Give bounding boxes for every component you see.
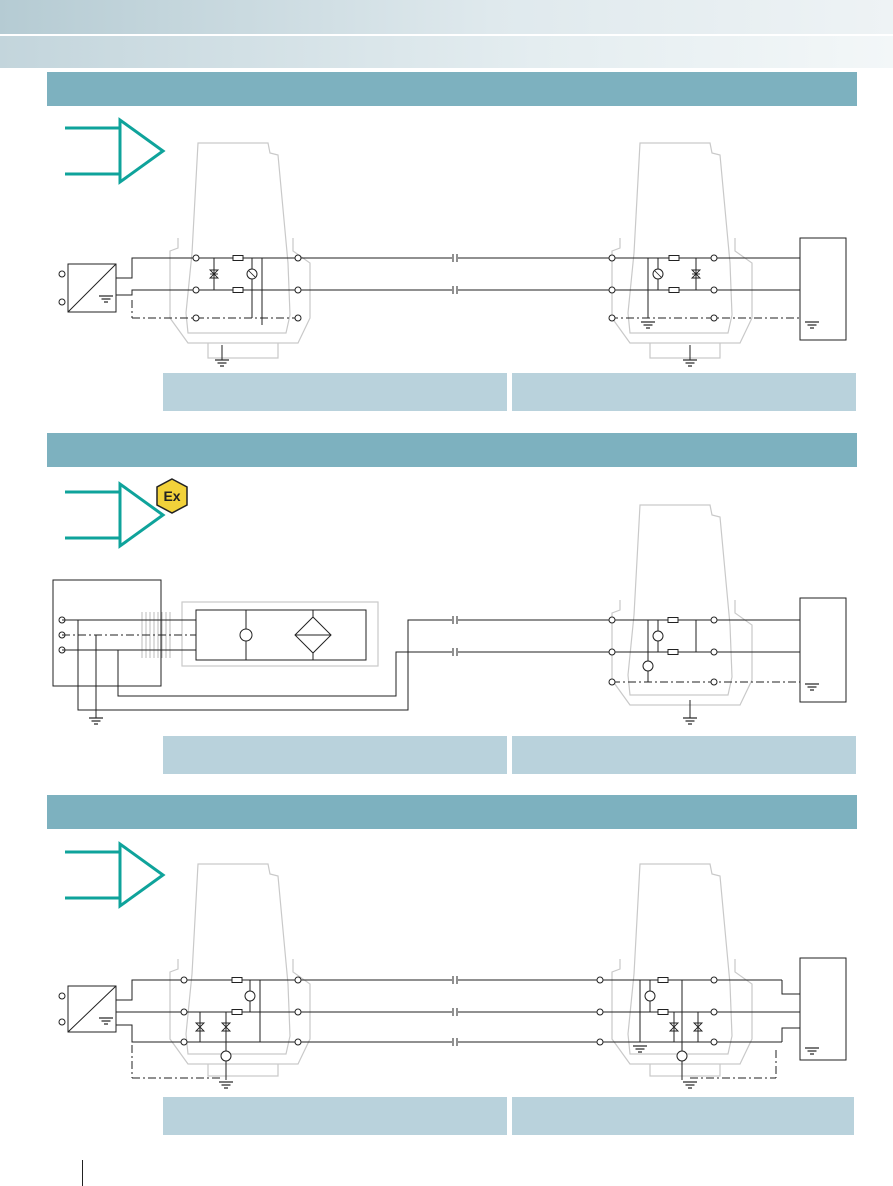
terminals-left [192,254,302,322]
section-2-caption-right [512,736,856,774]
signal-wires [62,619,800,718]
terminals-right [596,976,718,1046]
section-3-caption-left [163,1097,507,1135]
terminals-right [608,254,718,322]
surge-module-left [169,863,311,1077]
terminals-right [608,616,718,686]
receiver-box [799,597,847,703]
ground-icon [682,717,698,725]
transmitter-box [58,263,117,313]
gas-discharge-tube-icon [246,268,258,280]
resistor-icon [232,255,244,293]
wiring-diagram-3 [58,841,847,1089]
sensor-housing [52,579,171,687]
resistor-icon [668,255,680,293]
receiver-box [799,957,847,1061]
ground-icon [218,1081,234,1089]
gas-discharge-tube-icon [652,268,664,280]
resistor-icon [231,977,669,1015]
bridge-rectifier-icon [294,610,332,660]
header-band [0,0,893,34]
surge-module-left [169,142,311,359]
signal-wires [116,979,800,1080]
section-1-caption-right [512,373,856,411]
amplifier-arrow-icon [63,118,165,184]
subheader-band [0,36,893,68]
amplifier-arrow-icon [65,841,166,909]
section-3-caption-right [512,1097,854,1135]
explosion-protection-icon: Ex [156,478,188,514]
surge-module-right [611,504,753,706]
cable-break-icon [452,253,458,295]
ground-icon [640,321,656,329]
tvs-diode-icon [194,1022,704,1032]
page-margin-marker [82,1160,83,1186]
amplifier-arrow-icon [65,481,166,549]
wiring-diagram-2: Ex [52,478,847,725]
surge-module-right [611,142,753,359]
section-2-bar [47,433,857,467]
wiring-diagram-1 [58,118,847,367]
ground-icon [632,1045,648,1053]
receiver-box [799,237,847,341]
signal-wires [116,257,800,360]
section-2-caption-left [163,736,507,774]
section-1-caption-left [163,373,507,411]
cable-break-icon [452,976,458,1046]
section-3-bar [47,795,857,829]
ground-icon [682,1081,698,1089]
gas-discharge-tube-icon [220,990,688,1062]
ground-icon [682,359,698,367]
transmitter-box [58,985,117,1033]
field-protector [181,601,379,667]
ground-icon [214,359,230,367]
gas-discharge-tube-icon [642,630,664,672]
cable-break-icon [452,616,458,656]
resistor-icon [667,617,679,655]
ex-symbol: Ex [163,488,180,504]
ground-icon [88,717,104,725]
section-1-bar [47,72,857,106]
